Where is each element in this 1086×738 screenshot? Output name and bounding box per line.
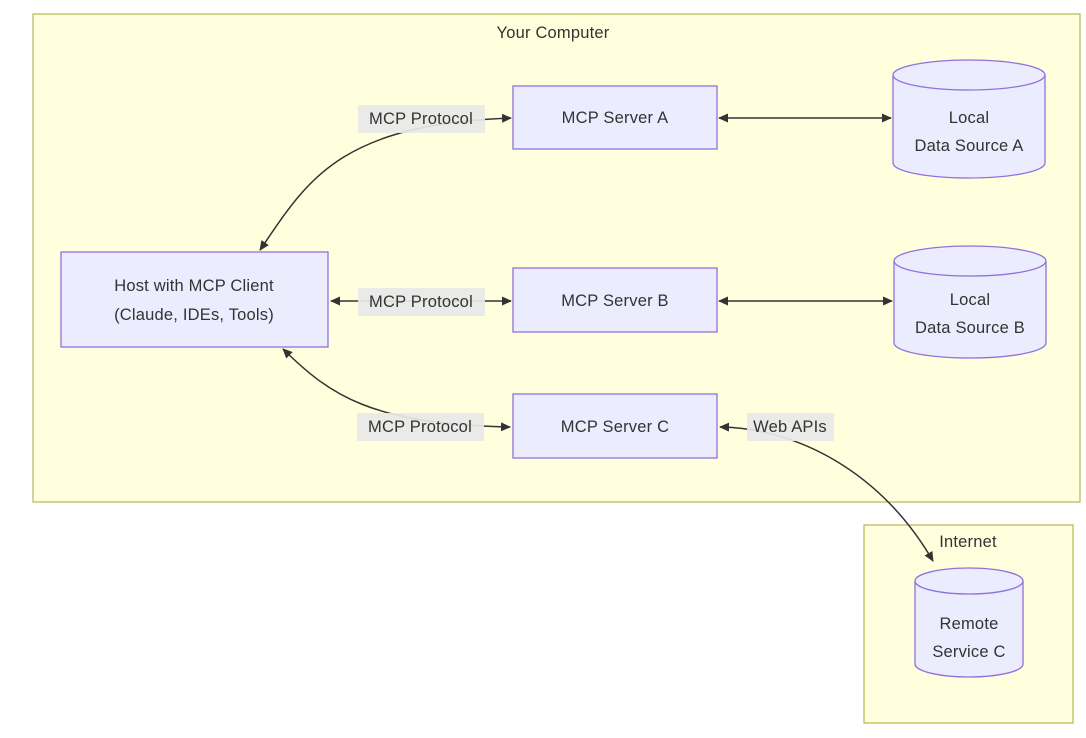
node-local-data-source-b: Local Data Source B: [893, 245, 1047, 359]
cylinder-body: [893, 261, 1047, 359]
edge-label-mcp-protocol-top: MCP Protocol: [358, 105, 485, 133]
node-mcp-server-c-label: MCP Server C: [561, 418, 669, 436]
edge-label-bg: [357, 413, 484, 441]
cylinder-top: [914, 567, 1024, 595]
edge-label-web-apis: Web APIs: [747, 413, 834, 441]
cylinder-body: [914, 581, 1024, 678]
edge-label-mcp-protocol-middle: MCP Protocol: [358, 288, 485, 316]
cylinder-body: [892, 75, 1046, 179]
node-local-data-source-a-line1: Local: [949, 109, 989, 127]
node-mcp-server-b-label: MCP Server B: [561, 292, 669, 310]
edge-label-mcp-protocol-bottom: MCP Protocol: [357, 413, 484, 441]
edge-label-text: MCP Protocol: [369, 110, 473, 128]
cylinder-top: [893, 245, 1047, 277]
node-remote-service-c-line1: Remote: [940, 615, 999, 633]
node-local-data-source-b-line2: Data Source B: [915, 319, 1025, 337]
node-remote-service-c: Remote Service C: [914, 567, 1024, 678]
edge-label-text: MCP Protocol: [369, 293, 473, 311]
cluster-internet-title: Internet: [939, 533, 997, 551]
node-host-label-line1: Host with MCP Client: [114, 277, 274, 295]
node-host-label-line2: (Claude, IDEs, Tools): [114, 306, 274, 324]
node-local-data-source-b-line1: Local: [950, 291, 990, 309]
cylinder-top: [892, 59, 1046, 91]
node-mcp-server-c: [512, 393, 718, 459]
edge-label-text: Web APIs: [753, 418, 827, 436]
node-local-data-source-a-line2: Data Source A: [915, 137, 1024, 155]
node-host: [60, 251, 329, 348]
node-mcp-server-a: [512, 85, 718, 150]
node-mcp-server-b: [512, 267, 718, 333]
edge-label-text: MCP Protocol: [368, 418, 472, 436]
node-remote-service-c-line2: Service C: [932, 643, 1005, 661]
edge-label-bg: [747, 413, 834, 441]
cluster-your-computer-title: Your Computer: [497, 24, 610, 42]
node-local-data-source-a: Local Data Source A: [892, 59, 1046, 179]
node-mcp-server-a-label: MCP Server A: [562, 109, 669, 127]
edge-label-bg: [358, 105, 485, 133]
edge-label-bg: [358, 288, 485, 316]
